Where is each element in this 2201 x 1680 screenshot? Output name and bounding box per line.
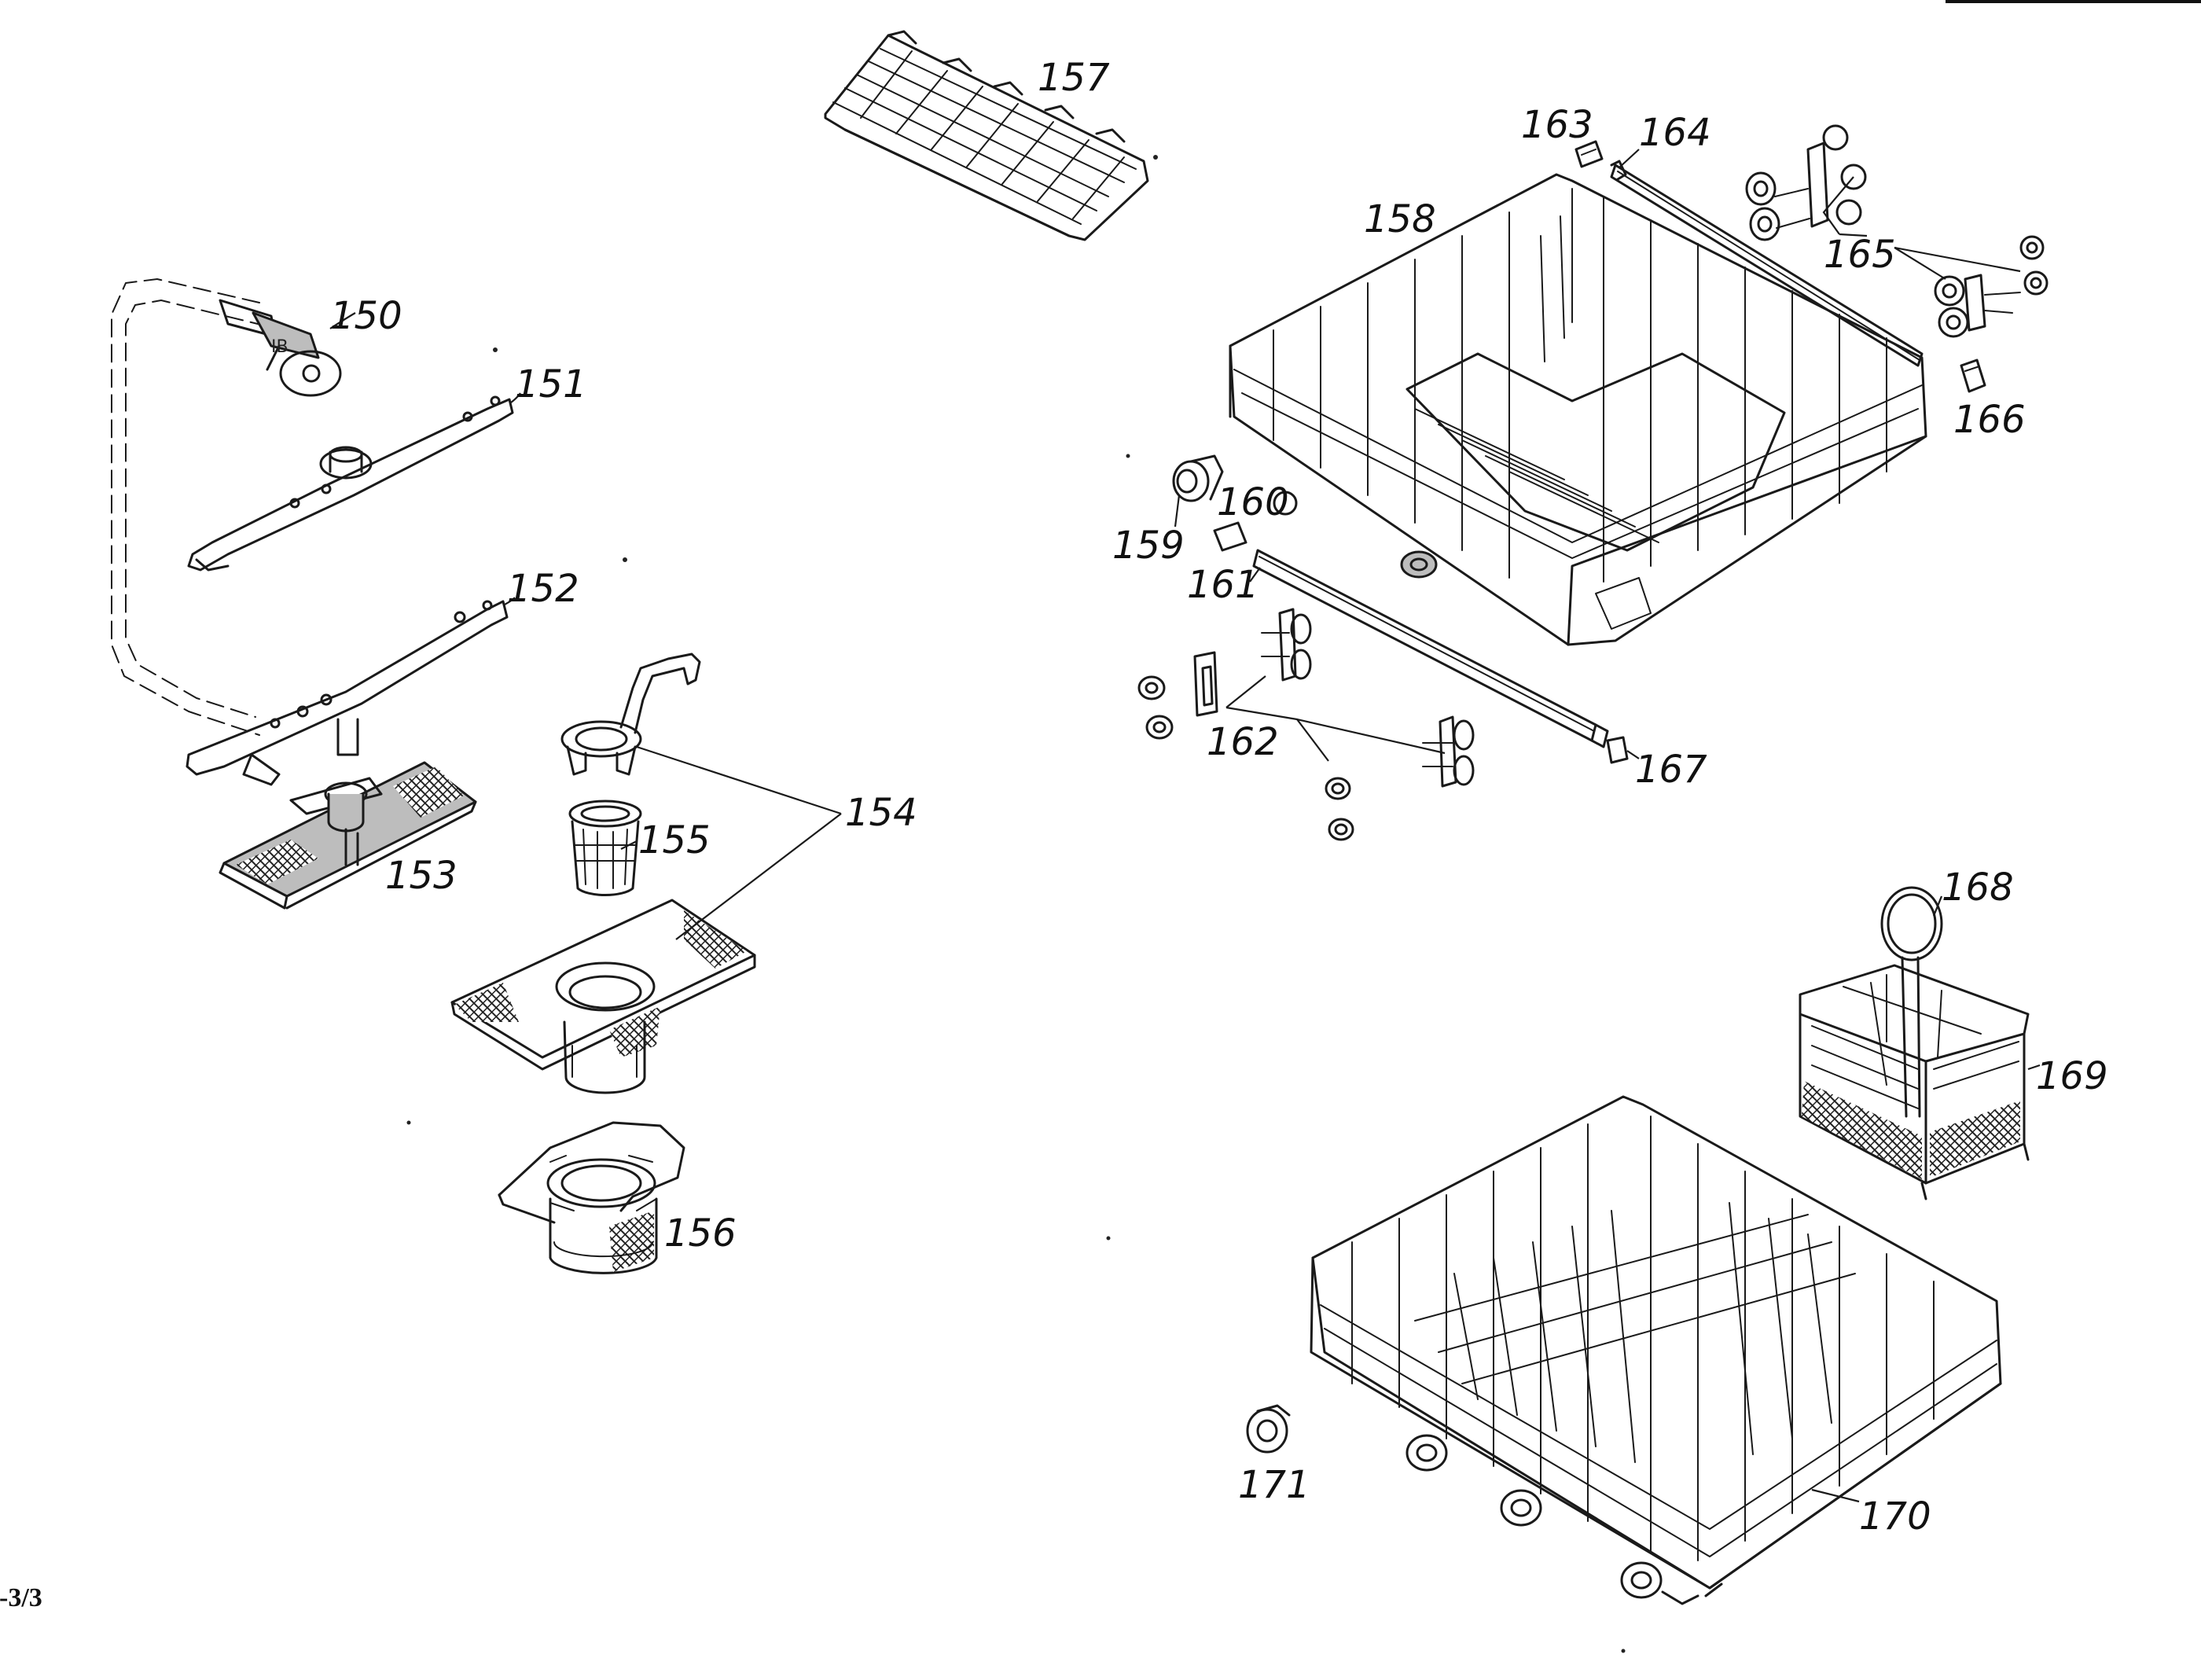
scan-specks	[406, 155, 1626, 1653]
callout-165: 165	[1824, 233, 1896, 277]
callout-164: 164	[1639, 111, 1711, 155]
callout-153: 153	[385, 854, 457, 898]
end-cap-icon	[1960, 358, 1986, 393]
callout-156: 156	[664, 1211, 737, 1255]
upper-basket-icon	[1229, 173, 1927, 646]
spray-arm-bracket-icon	[219, 761, 477, 910]
cutlery-basket-handle-icon	[1880, 886, 1943, 1118]
end-cap-icon	[1606, 736, 1629, 764]
callout-171: 171	[1238, 1463, 1310, 1507]
callout-155: 155	[638, 818, 711, 862]
cup-rack-insert-icon	[824, 30, 1149, 241]
roller-bracket-icon	[1745, 124, 2049, 338]
callout-158: 158	[1364, 197, 1436, 241]
callout-167: 167	[1635, 748, 1707, 792]
callout-166: 166	[1953, 398, 2026, 442]
spray-arm-supply-pipe-icon: IB	[111, 278, 342, 736]
callout-159: 159	[1112, 524, 1185, 568]
guide-rail-icon	[1252, 549, 1609, 748]
page-border-line	[1946, 0, 2201, 3]
callout-169: 169	[2036, 1054, 2108, 1098]
callout-152: 152	[507, 567, 579, 611]
wheel-icon	[1246, 1404, 1291, 1454]
filter-assembly-icon	[450, 653, 756, 1094]
callout-162: 162	[1207, 720, 1279, 764]
end-stop-icon	[1575, 140, 1604, 168]
coarse-filter-icon	[498, 1121, 685, 1274]
cutlery-basket-icon	[1799, 964, 2030, 1200]
callout-157: 157	[1038, 56, 1110, 100]
callout-151: 151	[515, 362, 587, 406]
lower-basket-icon	[1310, 1095, 2002, 1605]
roller-bracket-icon	[1137, 608, 1475, 841]
wheel-icon	[1172, 454, 1224, 502]
callout-170: 170	[1859, 1494, 1931, 1538]
guide-rail-icon	[1610, 160, 1924, 367]
callout-168: 168	[1942, 866, 2014, 910]
callout-160: 160	[1217, 480, 1289, 524]
leader-lines	[329, 149, 2041, 1503]
clip-icon	[1213, 491, 1298, 552]
callout-163: 163	[1521, 103, 1593, 147]
callout-161: 161	[1187, 563, 1259, 607]
pipe-marking: IB	[271, 337, 288, 357]
micro-filter-icon	[568, 800, 642, 897]
upper-spray-arm-icon	[187, 395, 514, 572]
callout-154: 154	[845, 791, 917, 835]
callout-150: 150	[330, 294, 402, 338]
lower-spray-arm-icon	[186, 600, 509, 786]
page-reference: 4-3/3	[0, 1583, 42, 1612]
